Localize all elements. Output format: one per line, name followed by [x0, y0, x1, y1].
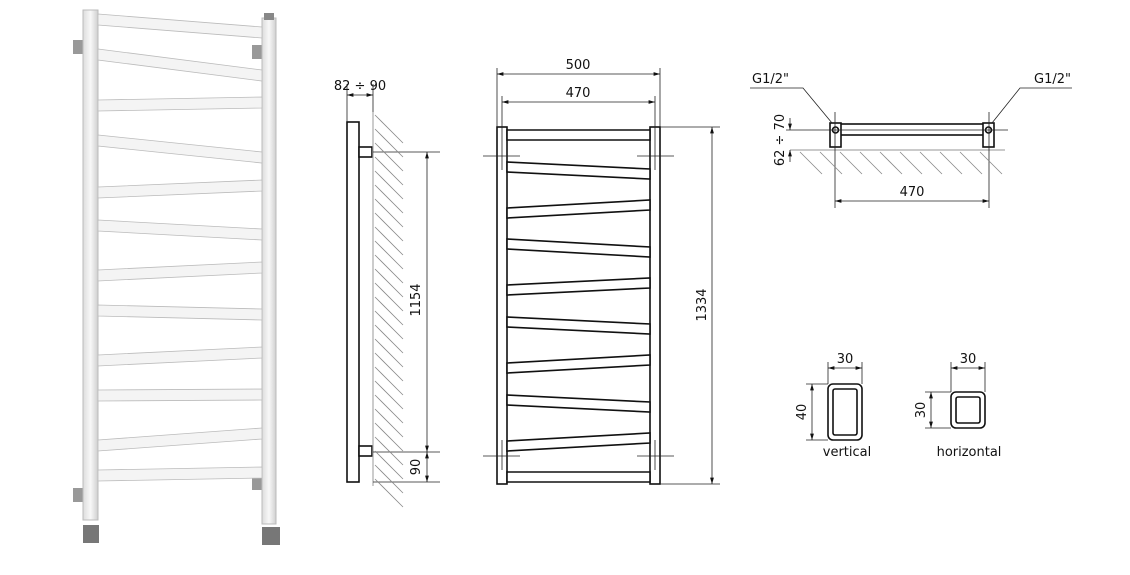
wall-hatch [374, 156, 404, 186]
towel-bar [97, 466, 263, 482]
bottom-bracket [358, 445, 373, 457]
towel-bar [97, 388, 263, 402]
profile-vertical: 30 40 vertical [795, 352, 871, 460]
wall-hatch [374, 254, 404, 284]
valve-right [262, 527, 280, 545]
valve-left [83, 525, 99, 543]
wall-bracket [73, 40, 83, 54]
towel-bar [97, 427, 263, 452]
center-width-label: 470 [566, 86, 591, 101]
wall-hatch [374, 436, 404, 466]
wall-hatch [374, 324, 404, 354]
left-connection [829, 122, 842, 148]
left-upright [82, 9, 99, 521]
wall-hatch [374, 142, 404, 172]
wall-hatch [959, 151, 983, 175]
horizontal-depth-label: 30 [914, 402, 929, 419]
wall-hatch [374, 338, 404, 368]
wall-hatch [374, 394, 404, 424]
wall-bracket [73, 488, 83, 502]
bottom-offset-label: 90 [409, 459, 424, 476]
right-upright [261, 17, 277, 525]
wall-hatch [374, 282, 404, 312]
wall-hatch [374, 380, 404, 410]
depth-label: 82 ÷ 90 [334, 79, 386, 94]
front-view: 500 470 1334 [483, 58, 720, 485]
wall-hatch [819, 151, 843, 175]
towel-bar [97, 261, 263, 282]
radiator-photo [73, 9, 280, 545]
vertical-width-label: 30 [837, 352, 854, 367]
wall-bracket [252, 476, 262, 490]
side-view: 82 ÷ 90 1154 90 [334, 79, 440, 508]
bracket-spacing-label: 1154 [409, 283, 424, 316]
overall-width-label: 500 [566, 58, 591, 73]
towel-bar [97, 346, 263, 367]
connection-left-label: G1/2" [752, 72, 789, 87]
vertical-caption: vertical [823, 445, 871, 460]
wall-hatch [939, 151, 963, 175]
wall-hatch [374, 114, 404, 144]
wall-hatch [374, 198, 404, 228]
towel-bar [506, 471, 651, 483]
wall-hatch [374, 184, 404, 214]
towel-bar [506, 432, 651, 452]
towel-bar [97, 13, 263, 39]
towel-bar [506, 238, 651, 258]
towel-bar [506, 394, 651, 413]
towel-bar [97, 179, 263, 199]
wall-hatch [374, 450, 404, 480]
towel-bar [97, 48, 263, 82]
wall-hatch [374, 268, 404, 298]
wall-hatch [839, 151, 863, 175]
wall-hatch [879, 151, 903, 175]
wall-hatch [374, 170, 404, 200]
towel-bar [506, 129, 651, 141]
wall-hatch [799, 151, 823, 175]
towel-bar [506, 277, 651, 296]
wall-hatch [374, 212, 404, 242]
wall-hatch [374, 226, 404, 256]
wall-hatch [374, 408, 404, 438]
wall-bracket [252, 45, 262, 59]
towel-bar [506, 354, 651, 374]
wall-hatch [899, 151, 923, 175]
wall-hatch [374, 464, 404, 494]
towel-bar [506, 161, 651, 180]
air-vent [264, 13, 274, 20]
wall-hatch [919, 151, 943, 175]
towel-bar [506, 199, 651, 219]
wall-hatch [374, 310, 404, 340]
connection-right-label: G1/2" [1034, 72, 1071, 87]
top-view: 62 ÷ 70 470 G1/2" G1/2" [750, 72, 1072, 208]
horizontal-width-label: 30 [960, 352, 977, 367]
towel-bar [97, 134, 263, 164]
side-rail [346, 121, 360, 483]
left-rail [496, 126, 508, 485]
towel-bar [97, 304, 263, 321]
horizontal-caption: horizontal [937, 445, 1002, 460]
towel-bar [97, 219, 263, 241]
towel-bar [506, 316, 651, 335]
height-label: 1334 [695, 288, 710, 321]
wall-hatch [374, 422, 404, 452]
wall-hatch [374, 366, 404, 396]
top-bracket [358, 146, 373, 158]
wall-hatch [374, 128, 404, 158]
wall-hatch [979, 151, 1003, 175]
right-rail [649, 126, 661, 485]
width-label: 470 [900, 185, 925, 200]
top-rail [835, 123, 989, 136]
towel-bar [97, 96, 263, 112]
profile-horizontal: 30 30 horizontal [914, 352, 1001, 460]
wall-hatch [374, 478, 404, 508]
wall-hatch [859, 151, 883, 175]
wall-hatch [374, 296, 404, 326]
vertical-depth-label: 40 [795, 404, 810, 421]
right-connection [982, 122, 995, 148]
wall-hatch [374, 240, 404, 270]
wall-distance-label: 62 ÷ 70 [773, 114, 788, 166]
wall-hatch [374, 352, 404, 382]
